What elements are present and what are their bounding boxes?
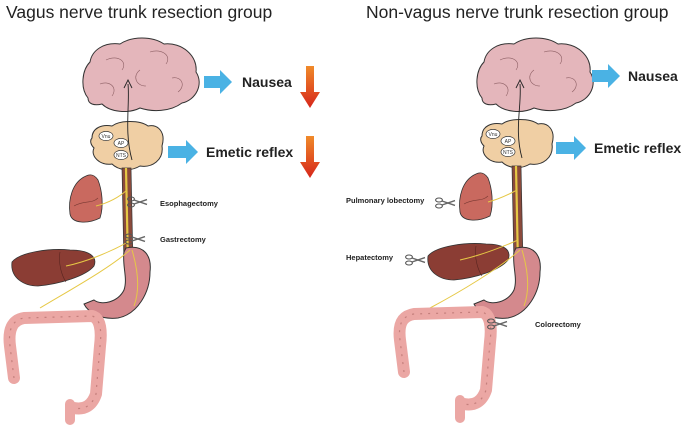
lung xyxy=(459,172,493,221)
scissors-icon xyxy=(434,197,456,209)
brain-fold xyxy=(99,82,115,97)
lung-fissure xyxy=(463,195,489,205)
panel-title: Vagus nerve trunk resection group xyxy=(6,2,272,22)
lung-fissure xyxy=(73,197,99,207)
liver-lobe-line xyxy=(59,251,67,283)
colon xyxy=(393,306,497,411)
procedure-label-gastrectomy: Gastrectomy xyxy=(160,235,207,244)
blue-arrow-nausea xyxy=(592,64,620,88)
procedure-label-pulmonary-lobectomy: Pulmonary lobectomy xyxy=(346,196,425,205)
brain-fold xyxy=(135,69,147,87)
signal-arrowhead xyxy=(123,78,133,89)
ap-node xyxy=(500,136,516,146)
blue-arrow-emetic xyxy=(556,136,586,160)
vagal-branch xyxy=(65,241,129,267)
vagal-branch xyxy=(459,239,519,261)
brain-fold xyxy=(171,77,183,93)
nausea-label: Nausea xyxy=(242,74,292,90)
procedure-label-esophagectomy: Esophagectomy xyxy=(160,199,219,208)
brain-fold xyxy=(499,57,519,71)
blue-arrow-emetic xyxy=(168,140,198,164)
ap-label: AP xyxy=(118,141,125,147)
vagal-branch xyxy=(131,249,139,307)
red-arrow-decrease-nausea xyxy=(300,66,320,108)
colon-haustra xyxy=(8,315,102,410)
vnu-node xyxy=(485,129,501,139)
vagal-branch xyxy=(521,249,529,307)
vagal-branch xyxy=(95,189,128,207)
nts-node xyxy=(113,150,129,160)
emetic-reflex-label: Emetic reflex xyxy=(206,144,293,160)
procedure-label-colorectomy: Colorectomy xyxy=(535,320,582,329)
brain-fold xyxy=(149,50,169,65)
vnu-node xyxy=(98,131,114,141)
liver xyxy=(11,249,96,287)
brain-fold xyxy=(105,57,125,71)
panel-left: Vagus nerve trunk resection group Vnu AP… xyxy=(3,2,320,425)
blue-arrow-nausea xyxy=(204,70,232,94)
brain-fold xyxy=(529,69,541,87)
ap-node xyxy=(113,138,129,148)
liver-lobe-line xyxy=(475,245,483,277)
signal-pathway xyxy=(127,83,133,161)
brain-fold xyxy=(543,50,563,65)
lung xyxy=(69,174,103,223)
panel-right: Non-vagus nerve trunk resection group Vn… xyxy=(346,2,681,423)
signal-arrowhead xyxy=(515,78,525,89)
vagal-branch xyxy=(487,189,518,203)
signal-pathway xyxy=(517,83,523,159)
nts-label: NTS xyxy=(116,153,127,159)
procedure-label-hepatectomy: Hepatectomy xyxy=(346,253,394,262)
vnu-label: Vnu xyxy=(489,132,498,138)
brain-fold xyxy=(493,82,509,97)
nts-label: NTS xyxy=(503,150,514,156)
brain xyxy=(82,37,200,112)
scissors-icon xyxy=(404,254,426,266)
nts-node xyxy=(500,147,516,157)
red-arrow-decrease-emesis xyxy=(300,136,320,178)
colon xyxy=(3,310,107,415)
brainstem xyxy=(480,119,554,169)
emetic-reflex-label: Emetic reflex xyxy=(594,140,681,156)
ap-label: AP xyxy=(505,139,512,145)
vagal-branch xyxy=(39,249,131,309)
vnu-label: Vnu xyxy=(102,134,111,140)
nausea-label: Nausea xyxy=(628,68,678,84)
colon-haustra xyxy=(398,311,492,406)
panel-title: Non-vagus nerve trunk resection group xyxy=(366,2,669,22)
brain xyxy=(476,37,594,112)
brain-fold xyxy=(565,77,577,93)
vagal-branch xyxy=(429,249,521,309)
